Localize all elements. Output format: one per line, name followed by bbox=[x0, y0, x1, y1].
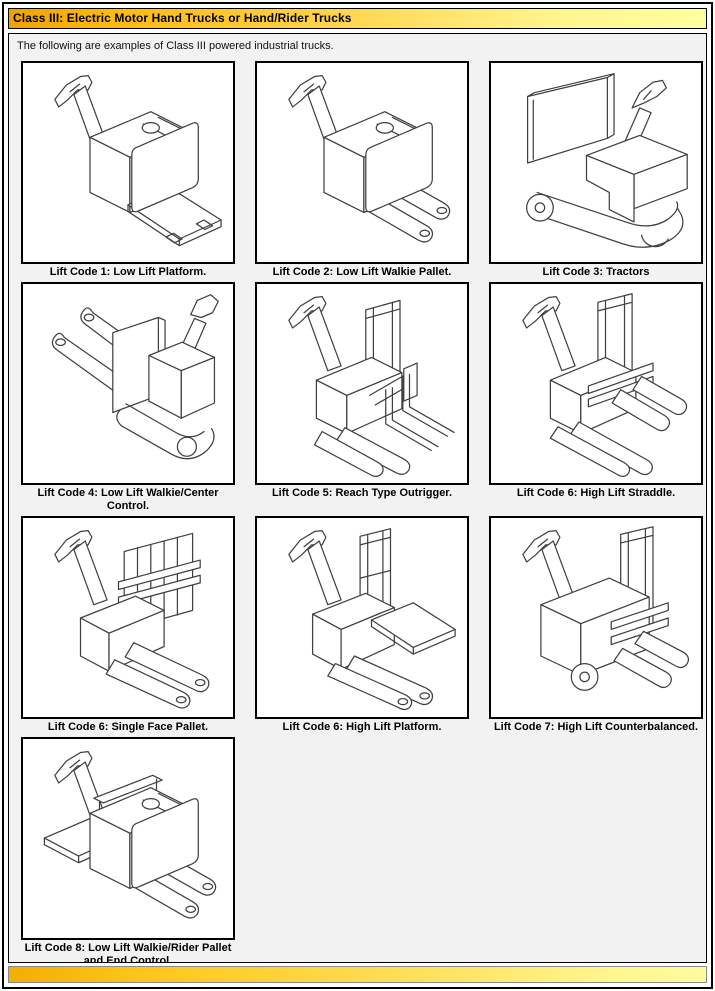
figure-walkie-center-control: Lift Code 4: Low Lift Walkie/Center Cont… bbox=[21, 282, 235, 513]
low-lift-walkie-center-control-truck-icon bbox=[51, 293, 219, 459]
figure-image-box bbox=[255, 282, 469, 485]
page-title: Class III: Electric Motor Hand Trucks or… bbox=[13, 11, 352, 25]
tractor-truck-icon bbox=[526, 72, 688, 248]
figure-low-lift-walkie-pallet: Lift Code 2: Low Lift Walkie Pallet. bbox=[255, 61, 469, 279]
figure-image-box bbox=[21, 282, 235, 485]
high-lift-counterbalanced-truck-icon bbox=[522, 525, 690, 691]
figure-caption: Lift Code 8: Low Lift Walkie/Rider Palle… bbox=[24, 942, 232, 963]
figure-caption: Lift Code 5: Reach Type Outrigger. bbox=[271, 487, 453, 499]
figure-image-box bbox=[21, 516, 235, 719]
figure-caption: Lift Code 2: Low Lift Walkie Pallet. bbox=[272, 266, 452, 278]
figure-image-box bbox=[489, 282, 703, 485]
figure-tractors: Lift Code 3: Tractors bbox=[489, 61, 703, 279]
figure-image-box bbox=[21, 737, 235, 940]
low-lift-walkie-pallet-truck-icon bbox=[288, 74, 451, 243]
figure-caption: Lift Code 3: Tractors bbox=[542, 266, 650, 278]
high-lift-straddle-truck-icon bbox=[522, 292, 688, 477]
figure-single-face-pallet: Lift Code 6: Single Face Pallet. bbox=[21, 516, 235, 734]
footer-bar bbox=[8, 966, 707, 983]
single-face-pallet-truck-icon bbox=[54, 529, 210, 709]
figure-image-box bbox=[21, 61, 235, 264]
figure-caption: Lift Code 6: Single Face Pallet. bbox=[47, 721, 209, 733]
figure-image-box bbox=[255, 61, 469, 264]
figure-caption: Lift Code 6: High Lift Platform. bbox=[282, 721, 442, 733]
figure-caption: Lift Code 4: Low Lift Walkie/Center Cont… bbox=[37, 487, 219, 512]
figure-reach-type-outrigger: Lift Code 5: Reach Type Outrigger. bbox=[255, 282, 469, 513]
title-bar: Class III: Electric Motor Hand Trucks or… bbox=[8, 8, 707, 29]
figure-grid: Lift Code 1: Low Lift Platform. bbox=[21, 61, 706, 963]
figure-high-lift-platform: Lift Code 6: High Lift Platform. bbox=[255, 516, 469, 734]
figure-caption: Lift Code 6: High Lift Straddle. bbox=[516, 487, 676, 499]
figure-image-box bbox=[255, 516, 469, 719]
figure-high-lift-straddle: Lift Code 6: High Lift Straddle. bbox=[489, 282, 703, 513]
intro-text: The following are examples of Class III … bbox=[17, 40, 334, 52]
figure-image-box bbox=[489, 516, 703, 719]
figure-caption: Lift Code 1: Low Lift Platform. bbox=[49, 266, 207, 278]
reach-type-outrigger-truck-icon bbox=[288, 295, 455, 477]
figure-low-lift-platform: Lift Code 1: Low Lift Platform. bbox=[21, 61, 235, 279]
figure-walkie-rider-pallet: Lift Code 8: Low Lift Walkie/Rider Palle… bbox=[21, 737, 235, 963]
figure-high-lift-counterbalanced: Lift Code 7: High Lift Counterbalanced. bbox=[489, 516, 703, 734]
high-lift-platform-truck-icon bbox=[288, 527, 456, 710]
low-lift-walkie-rider-pallet-end-control-truck-icon bbox=[43, 750, 217, 919]
figure-caption: Lift Code 7: High Lift Counterbalanced. bbox=[493, 721, 699, 733]
figure-image-box bbox=[489, 61, 703, 264]
low-lift-platform-truck-icon bbox=[54, 74, 222, 246]
content-area: The following are examples of Class III … bbox=[8, 33, 707, 963]
